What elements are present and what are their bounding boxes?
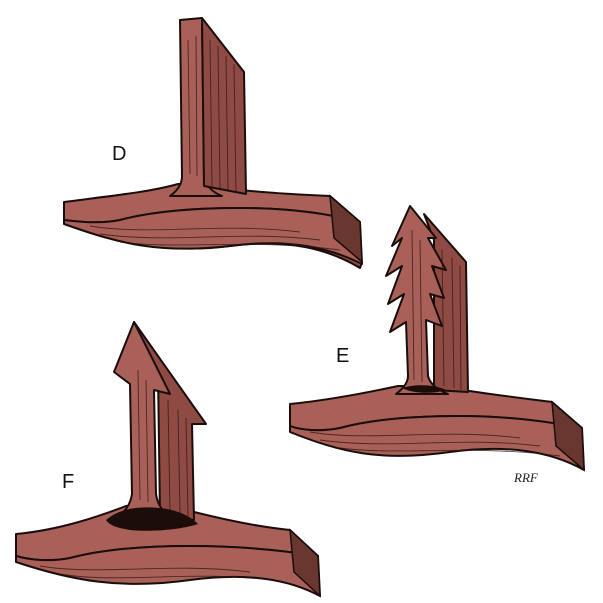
panel-e-septum-fiber xyxy=(419,239,423,383)
panel-d-septum-fiber xyxy=(187,39,191,175)
panel-label-e: E xyxy=(336,345,349,367)
panel-f: F xyxy=(15,321,321,598)
panel-f-arrow-fiber xyxy=(185,417,189,517)
panel-d-base-fiber xyxy=(89,225,301,233)
panel-e-base-fiber xyxy=(339,447,561,457)
panel-e-septum-fiber xyxy=(459,265,462,391)
panel-d-septum-fiber xyxy=(195,35,198,177)
panel-d-base-edge xyxy=(329,194,363,264)
panel-f-base-fiber xyxy=(39,565,251,573)
panel-f-arrow-fiber xyxy=(177,409,181,515)
panel-e-lesion xyxy=(402,385,446,393)
panel-label-d: D xyxy=(112,143,126,165)
panel-f-base-edge xyxy=(289,528,321,598)
panel-f-base-fiber xyxy=(59,573,271,581)
panel-d-base-fiber xyxy=(99,233,321,241)
panel-e-septum-fiber xyxy=(451,257,455,389)
panel-d-septum-side xyxy=(201,17,247,195)
panel-d-septum-fiber xyxy=(225,55,229,191)
panel-e-septum-fiber xyxy=(441,249,445,387)
panel-e-base-fiber xyxy=(309,431,521,439)
panel-e-base-edge xyxy=(551,400,585,472)
panel-f-arrow-fiber xyxy=(137,369,141,501)
panel-d-septum-fiber xyxy=(217,45,221,189)
panel-e: E RRF xyxy=(289,205,585,485)
panel-f-lesion xyxy=(106,507,198,531)
panel-e-base-fiber xyxy=(319,439,541,447)
panel-f-arrow-fiber xyxy=(167,399,171,513)
panel-d: D xyxy=(63,17,363,269)
panel-d-septum-fiber xyxy=(233,63,237,193)
panel-d-septum-fiber xyxy=(209,39,213,187)
panel-e-septum-front xyxy=(385,205,449,395)
panel-label-f: F xyxy=(62,471,74,493)
artist-signature: RRF xyxy=(513,470,539,485)
panel-e-septum-fiber xyxy=(411,229,415,381)
panel-d-base-fiber xyxy=(119,241,341,251)
panel-f-arrow-fiber xyxy=(145,379,149,503)
